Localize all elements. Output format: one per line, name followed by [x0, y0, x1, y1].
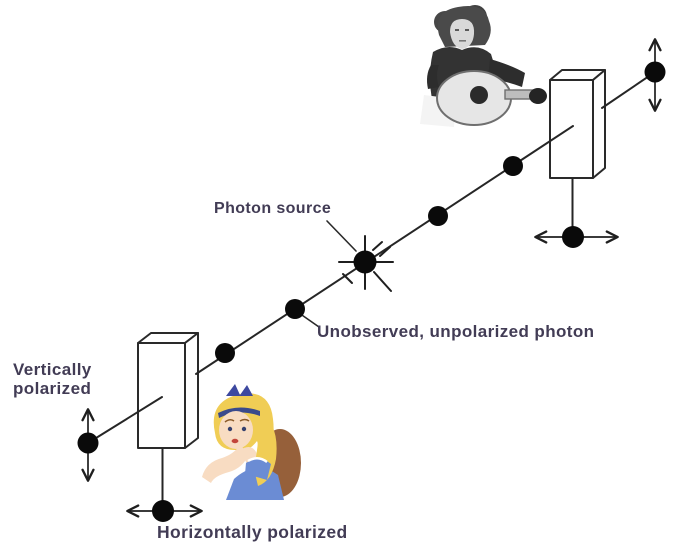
photon-source-dot [353, 250, 377, 274]
photon-dot [562, 226, 584, 248]
photon-dots [77, 61, 666, 522]
photon-dot [428, 206, 448, 226]
photon-dot [644, 61, 666, 83]
photon-source-leader-line [326, 220, 357, 252]
photon-dot [285, 299, 305, 319]
unobserved-photon-label: Unobserved, unpolarized photon [317, 322, 595, 341]
alice-cartoon [202, 384, 301, 500]
vertically-polarized-label: Vertically polarized [13, 360, 92, 399]
right-polarizer-box [549, 69, 606, 179]
photon-dot [77, 432, 99, 454]
photon-dot [152, 500, 174, 522]
photon-source-label: Photon source [214, 200, 332, 217]
photon-dot [215, 343, 235, 363]
photon-dot [503, 156, 523, 176]
horizontally-polarized-label: Horizontally polarized [157, 522, 348, 542]
bob-dylan-photo [420, 5, 547, 127]
left-polarizer-box [137, 332, 199, 449]
polarizer-stems [161, 178, 574, 506]
